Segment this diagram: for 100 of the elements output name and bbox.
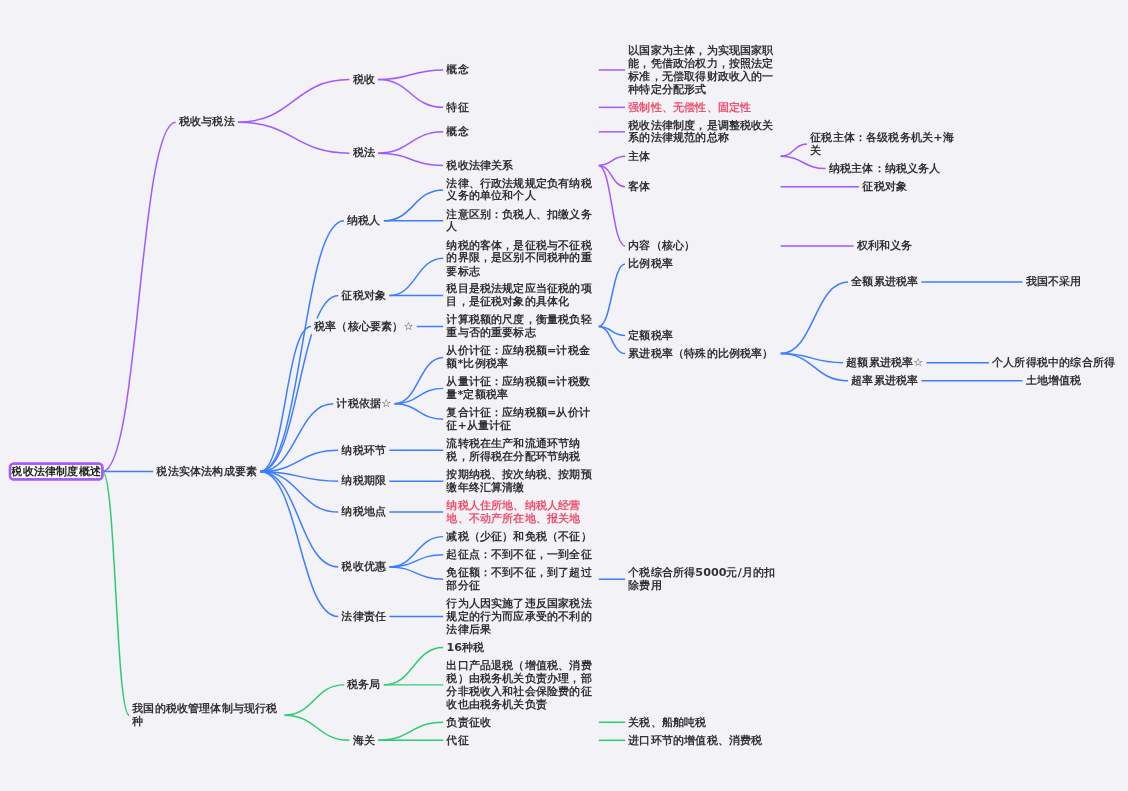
node-text: 纳税期限 [341,474,387,488]
node-text: 权利和义务 [856,238,913,253]
node-text: 我国的税收管理体制与现行税种 [132,701,278,728]
connector [920,281,1024,283]
node-text: 我国不采用 [1025,274,1082,289]
node-text: 土地增值税 [1025,373,1082,387]
connector [388,511,445,513]
connector [597,325,627,355]
connector [415,325,445,328]
connector [259,294,340,473]
node-text: 全额累进税率 [851,274,919,289]
connector [283,714,351,742]
node-text: 纳税主体：纳税义务人 [828,161,941,175]
connector [597,578,627,580]
node-text: 征税对象 [341,288,387,302]
connector [779,185,861,188]
connector [597,106,627,109]
node-text: 纳税地点 [341,504,387,519]
connector [382,189,445,222]
node-text: 纳税环节 [341,443,387,457]
connector [283,684,345,716]
node-text: 关税、船舶吨税 [628,715,707,729]
node-text: 纳税的客体，是征税与不征税的界限，是区别不同税种的重要标志 [446,238,592,278]
node-text: 特征 [446,100,469,114]
node-text: 税收优惠 [341,559,387,574]
node-text: 税目是税法规定应当征税的项目，是征税对象的具体化 [446,281,592,309]
node-text: 税法 [352,145,376,160]
connector [388,566,445,580]
node-text: 16种税 [446,640,485,654]
node-text: 累进税率（特殊的比例税率） [628,346,774,360]
node-text: 纳税人 [347,213,381,228]
node-text: 客体 [628,179,651,193]
node-text: 比例税率 [628,256,673,271]
node-text: 征税对象 [862,179,908,193]
connector [597,69,627,71]
connector [377,739,445,742]
connector [597,263,627,328]
node-text: 流转税在生产和流通环节纳税，所得税在分配环节纳税 [446,436,581,463]
node-text: 纳税人住所地、纳税人经营地、不动产所在地、报关地 [446,498,581,525]
node-text: 内容（核心） [628,238,696,253]
node-text: 征税主体：各级税务机关+海关 [810,130,954,157]
connector [388,615,445,618]
node-text: 从价计征：应纳税额=计税金额*比例税率 [446,343,590,371]
node-text: 个人所得税中的综合所得 [992,355,1116,369]
connector [393,403,445,421]
node-text: 负责征收 [446,715,492,729]
node-text: 税务局 [347,677,381,692]
node-text: 税收 [352,72,376,86]
connector [597,164,627,247]
node-text: 定额税率 [628,328,673,342]
node-text: 从量计征：应纳税额=计税数量*定额税率 [446,374,590,402]
node-text: 法律、行政法规规定负有纳税义务的单位和个人 [446,176,592,203]
connector [597,721,627,723]
node-text: 海关 [352,733,376,747]
connector [236,121,351,154]
node-text: 复合计征：应纳税额=从价计征+从量计征 [446,405,590,432]
connector [779,352,849,382]
node-text: 个税综合所得5000元/月的扣除费用 [628,565,776,592]
connector [101,470,155,473]
node-text: 注意区别：负税人、扣缴义务人 [446,207,592,234]
connector [388,257,445,297]
node-text: 税收法律制度，是调整税收关系的法律规范的总称 [628,118,774,145]
connector [377,131,445,154]
connector [388,294,445,297]
node-text: 起征点：不到不征，一到全征 [446,547,592,561]
node-text: 税收法律关系 [446,158,514,172]
node-text: 计税依据☆ [336,396,392,411]
connector [377,152,445,167]
node-text: 减税（少征）和免税（不征） [446,529,592,543]
node-text: 出口产品退税（增值税、消费税）由税务机关负责办理，部分非税收入和社会保险费的征收也由税务机关负责 [446,658,592,711]
node-text: 概念 [446,62,469,77]
node-text: 税收与税法 [178,115,235,129]
connector [377,721,445,742]
node-text: 代征 [446,733,469,747]
connector [779,143,808,158]
connector [236,78,351,123]
connector [920,380,1024,382]
connector [101,470,130,716]
node-text: 超额累进税率☆ [846,355,924,369]
node-text: 计算税额的尺度，衡量税负轻重与否的重要标志 [446,312,592,340]
node-text: 行为人因实施了违反国家税法规定的行为而应承受的不利的法律后果 [446,596,592,636]
connector [597,155,627,167]
connector [597,131,627,133]
connector [597,739,627,742]
node-text: 进口环节的增值税、消费税 [628,733,763,747]
connector [382,646,445,686]
connector [925,361,990,364]
connector [388,449,445,451]
node-text: 税法实体法构成要素 [156,464,258,478]
node-text: 强制性、无偿性、固定性 [628,100,752,114]
connector [382,684,445,686]
node-text: 按期纳税、按次纳税、按期预缴年终汇算清缴 [446,467,592,494]
connector [259,470,340,618]
connector [388,480,445,482]
connector [377,78,445,109]
node-text: 主体 [628,149,651,163]
connector [779,245,855,247]
connector [259,220,345,473]
connector [101,121,177,473]
node-text: 概念 [446,124,469,139]
